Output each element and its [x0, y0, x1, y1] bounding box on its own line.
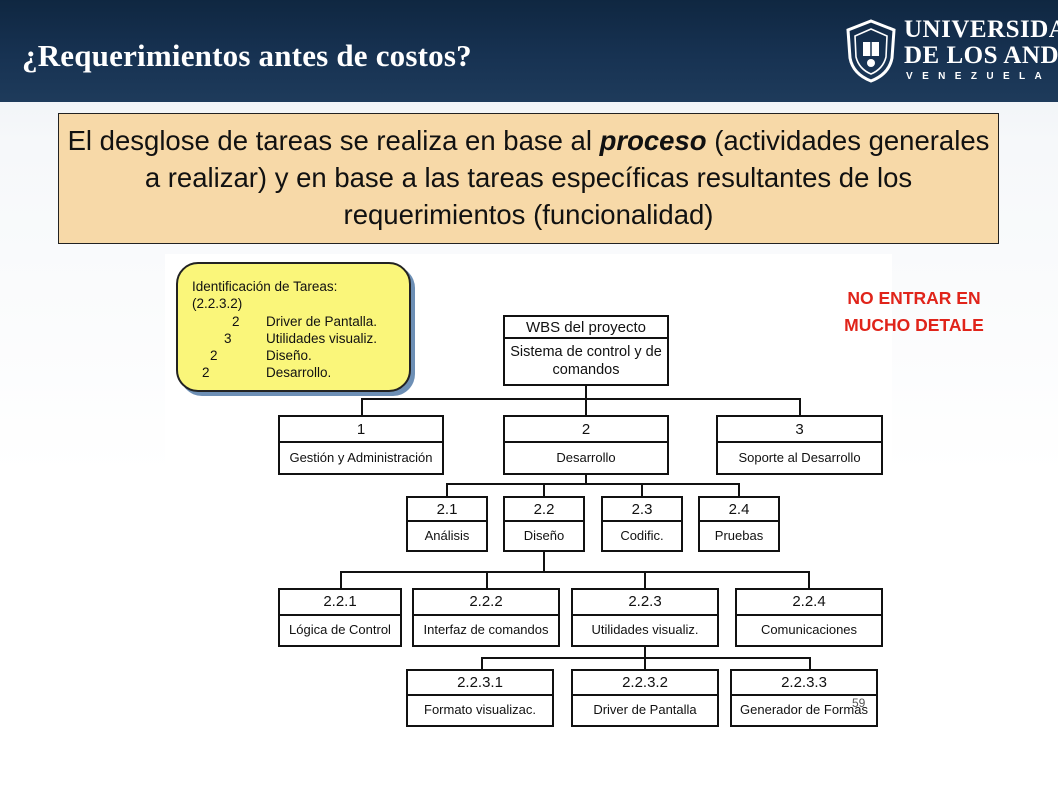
connector-line: [585, 385, 587, 399]
wbs-node: 2.2 Diseño: [503, 496, 585, 552]
callout-box: El desglose de tareas se realiza en base…: [58, 113, 999, 244]
connector-line: [361, 398, 363, 416]
connector-line: [808, 571, 810, 589]
callout-emphasis: proceso: [599, 125, 707, 156]
connector-line: [644, 657, 646, 670]
connector-line: [585, 474, 587, 484]
note-row-text: Utilidades visualiz.: [266, 331, 378, 346]
wbs-node: 2.2.3.1 Formato visualizac.: [406, 669, 554, 727]
wbs-node-number: 3: [718, 417, 881, 444]
callout-text-2: (actividades generales a realizar) y en …: [144, 125, 990, 230]
warning-line-2: MUCHO DETALE: [844, 315, 984, 335]
logo-line-3: VENEZUELA: [906, 71, 1052, 82]
wbs-node: 2.2.4 Comunicaciones: [735, 588, 883, 647]
wbs-node: 2.4 Pruebas: [698, 496, 780, 552]
slide-header: ¿Requerimientos antes de costos? UNIVERS…: [0, 0, 1058, 102]
university-seal-icon: [846, 19, 896, 83]
connector-line: [644, 571, 646, 589]
wbs-node: 2.1 Análisis: [406, 496, 488, 552]
note-row-text: Diseño.: [266, 348, 312, 363]
wbs-node: 2 Desarrollo: [503, 415, 669, 475]
wbs-node-number: 2.2.1: [280, 590, 400, 616]
connector-line: [585, 398, 587, 416]
callout-text-1: El desglose de tareas se realiza en base…: [67, 125, 600, 156]
wbs-node-label: Análisis: [424, 527, 470, 543]
wbs-node-number: 2.1: [408, 498, 486, 523]
wbs-node-number: 2.2: [505, 498, 583, 523]
note-row-num: 2: [210, 348, 218, 363]
connector-line: [481, 657, 483, 670]
wbs-node: 2.2.1 Lógica de Control: [278, 588, 402, 647]
wbs-node-label: Pruebas: [714, 527, 764, 543]
note-title: Identificación de Tareas:: [192, 279, 338, 294]
wbs-node-label: Interfaz de comandos: [423, 621, 549, 637]
wbs-node-number: 1: [280, 417, 442, 444]
wbs-node-label: Desarrollo: [556, 449, 616, 465]
wbs-node-label: Utilidades visualiz.: [591, 621, 699, 637]
wbs-node-number: 2.2.3.3: [732, 671, 876, 697]
connector-line: [738, 483, 740, 497]
wbs-node-number: 2.2.4: [737, 590, 881, 616]
logo-line-2: DE LOS ANDES: [904, 42, 1058, 69]
wbs-node-label: Generador de Formas: [740, 702, 868, 718]
wbs-node-number: WBS del proyecto: [505, 317, 667, 340]
wbs-node: 1 Gestión y Administración: [278, 415, 444, 475]
connector-line: [481, 657, 811, 659]
wbs-node-number: 2.2.2: [414, 590, 558, 616]
wbs-node-label: Driver de Pantalla: [593, 702, 697, 718]
warning-line-1: NO ENTRAR EN: [847, 288, 981, 308]
connector-line: [641, 483, 643, 497]
connector-line: [340, 571, 810, 573]
wbs-node-label: Codific.: [620, 527, 664, 543]
wbs-node-number: 2.4: [700, 498, 778, 523]
note-row-text: Desarrollo.: [266, 365, 332, 380]
wbs-node-label: Diseño: [523, 527, 565, 543]
connector-line: [543, 551, 545, 572]
connector-line: [486, 571, 488, 589]
wbs-node: 2.2.3.3 Generador de Formas: [730, 669, 878, 727]
note-row-num: 3: [224, 331, 232, 346]
wbs-node-number: 2.2.3.2: [573, 671, 717, 697]
note-row-text: Driver de Pantalla.: [266, 314, 378, 329]
wbs-node-label: Lógica de Control: [289, 621, 391, 637]
wbs-node-label: Sistema de control y de comandos: [510, 343, 662, 378]
connector-line: [644, 646, 646, 658]
wbs-node-label: Gestión y Administración: [289, 449, 433, 465]
wbs-node-number: 2.2.3.1: [408, 671, 552, 697]
wbs-node: 2.2.3.2 Driver de Pantalla: [571, 669, 719, 727]
connector-line: [543, 483, 545, 497]
note-row-num: 2: [202, 365, 210, 380]
wbs-node-label: Soporte al Desarrollo: [738, 449, 861, 465]
page-number: 59: [852, 696, 866, 710]
university-logo: UNIVERSIDAD DE LOS ANDES VENEZUELA: [842, 14, 1058, 88]
connector-line: [809, 657, 811, 670]
note-row-num: 2: [232, 314, 240, 329]
wbs-node-number: 2.3: [603, 498, 681, 523]
wbs-node-label: Comunicaciones: [760, 621, 858, 637]
note-code: (2.2.3.2): [192, 296, 243, 311]
slide-title: ¿Requerimientos antes de costos?: [22, 38, 472, 73]
wbs-node-number: 2.2.3: [573, 590, 717, 616]
task-identification-note: Identificación de Tareas: (2.2.3.2) 2 Dr…: [176, 262, 411, 392]
warning-label: NO ENTRAR EN MUCHO DETALE: [810, 285, 1018, 339]
wbs-node: 2.3 Codific.: [601, 496, 683, 552]
connector-line: [446, 483, 740, 485]
connector-line: [361, 398, 801, 400]
connector-line: [799, 398, 801, 416]
wbs-node-number: 2: [505, 417, 667, 444]
logo-line-1: UNIVERSIDAD: [904, 16, 1058, 43]
wbs-node: 2.2.3 Utilidades visualiz.: [571, 588, 719, 647]
wbs-node-label: Formato visualizac.: [424, 702, 536, 718]
wbs-node: 3 Soporte al Desarrollo: [716, 415, 883, 475]
wbs-node-root: WBS del proyecto Sistema de control y de…: [503, 315, 669, 386]
wbs-node: 2.2.2 Interfaz de comandos: [412, 588, 560, 647]
connector-line: [340, 571, 342, 589]
connector-line: [446, 483, 448, 497]
